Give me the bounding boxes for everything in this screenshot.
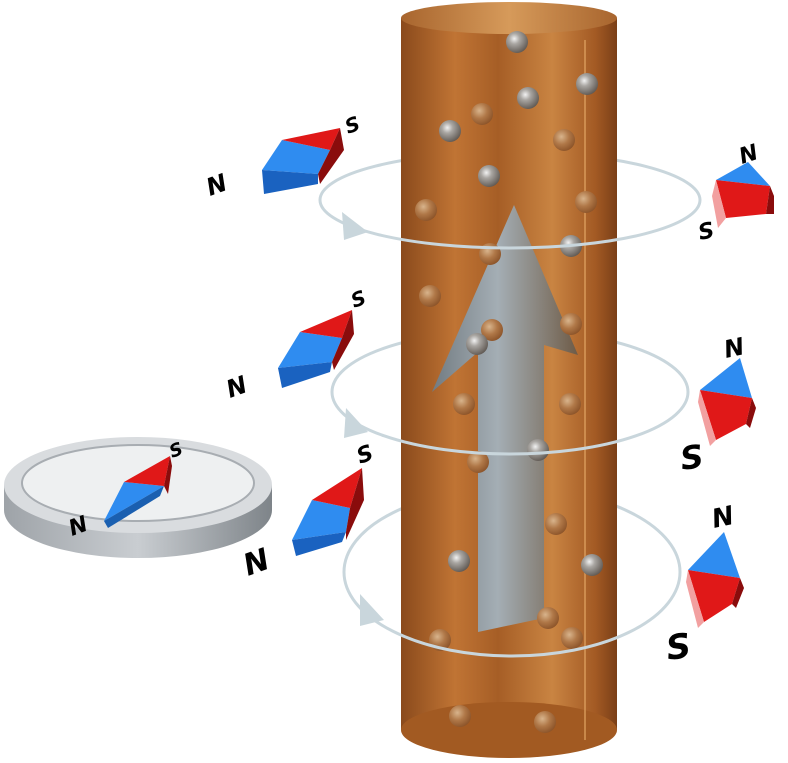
needle-south-half — [312, 468, 362, 508]
particle — [560, 313, 582, 335]
current-arrow-shape — [432, 205, 578, 632]
south-label: S — [342, 111, 364, 138]
north-label: N — [709, 501, 737, 535]
north-label: N — [222, 370, 250, 403]
particle — [581, 554, 603, 576]
particle — [561, 627, 583, 649]
particle — [471, 103, 493, 125]
needle-south-half — [282, 128, 340, 150]
north-label: N — [202, 168, 230, 201]
particle — [575, 191, 597, 213]
particle — [576, 73, 598, 95]
particle — [419, 285, 441, 307]
needle-side-south — [332, 310, 354, 370]
needle-side-dark — [766, 186, 774, 214]
needle-south-half — [700, 390, 752, 440]
needle-north-half — [700, 358, 752, 398]
needle-right-middle: N S — [678, 332, 756, 478]
needle-side-dark — [732, 578, 744, 608]
particle — [415, 199, 437, 221]
particles — [415, 31, 603, 733]
particle — [506, 31, 528, 53]
particle — [553, 129, 575, 151]
particle — [466, 333, 488, 355]
compass: N S — [4, 437, 272, 558]
particle — [545, 513, 567, 535]
needle-north-half — [262, 140, 330, 174]
particle — [517, 87, 539, 109]
needle-side — [278, 362, 332, 388]
needle-south-half — [688, 570, 740, 622]
needle-north-half — [278, 332, 342, 368]
needle-side-south — [318, 128, 344, 184]
needle-north-half — [716, 162, 770, 186]
south-label: S — [348, 285, 370, 312]
needle-side-south — [346, 468, 364, 540]
field-arrow-top — [342, 212, 368, 240]
particle — [478, 165, 500, 187]
needle-side — [292, 532, 346, 556]
needle-side — [712, 180, 726, 228]
north-label: N — [721, 332, 746, 364]
needle-left-top: N S — [202, 111, 363, 201]
needle-left-middle: N S — [222, 285, 369, 403]
particle — [467, 451, 489, 473]
north-label: N — [239, 542, 275, 583]
needle-north-half — [292, 500, 350, 540]
field-loop-top-front — [318, 199, 702, 250]
needle-side — [262, 170, 318, 194]
particle — [448, 550, 470, 572]
particle — [481, 319, 503, 341]
south-label: S — [354, 441, 377, 470]
needle-left-bottom: N S — [239, 441, 377, 584]
needle-side-dark — [746, 398, 756, 428]
north-label: N — [736, 140, 761, 169]
needle-south-half — [124, 456, 170, 486]
south-label: S — [664, 626, 694, 669]
particle — [449, 705, 471, 727]
particle — [527, 439, 549, 461]
particle — [559, 393, 581, 415]
needle-north-half — [104, 482, 164, 521]
needle-right-bottom: N S — [664, 501, 744, 669]
field-direction-arrows — [342, 212, 384, 626]
wire-top-cap — [401, 2, 617, 34]
field-arrow-bottom — [360, 594, 384, 626]
current-arrow — [432, 205, 578, 632]
needle-north-half — [688, 532, 740, 578]
needle-shadow-south — [164, 456, 172, 494]
particle — [453, 393, 475, 415]
field-arrow-middle — [344, 408, 368, 438]
needle-right-top: N S — [696, 140, 774, 246]
needle-side — [686, 570, 704, 628]
particle — [537, 607, 559, 629]
south-label: S — [696, 218, 717, 246]
needle-shadow — [104, 486, 164, 528]
needle-south-half — [716, 180, 770, 218]
particle — [439, 120, 461, 142]
south-label: S — [678, 437, 706, 478]
needle-side — [698, 390, 716, 446]
particle — [534, 711, 556, 733]
needle-south-half — [300, 310, 352, 338]
